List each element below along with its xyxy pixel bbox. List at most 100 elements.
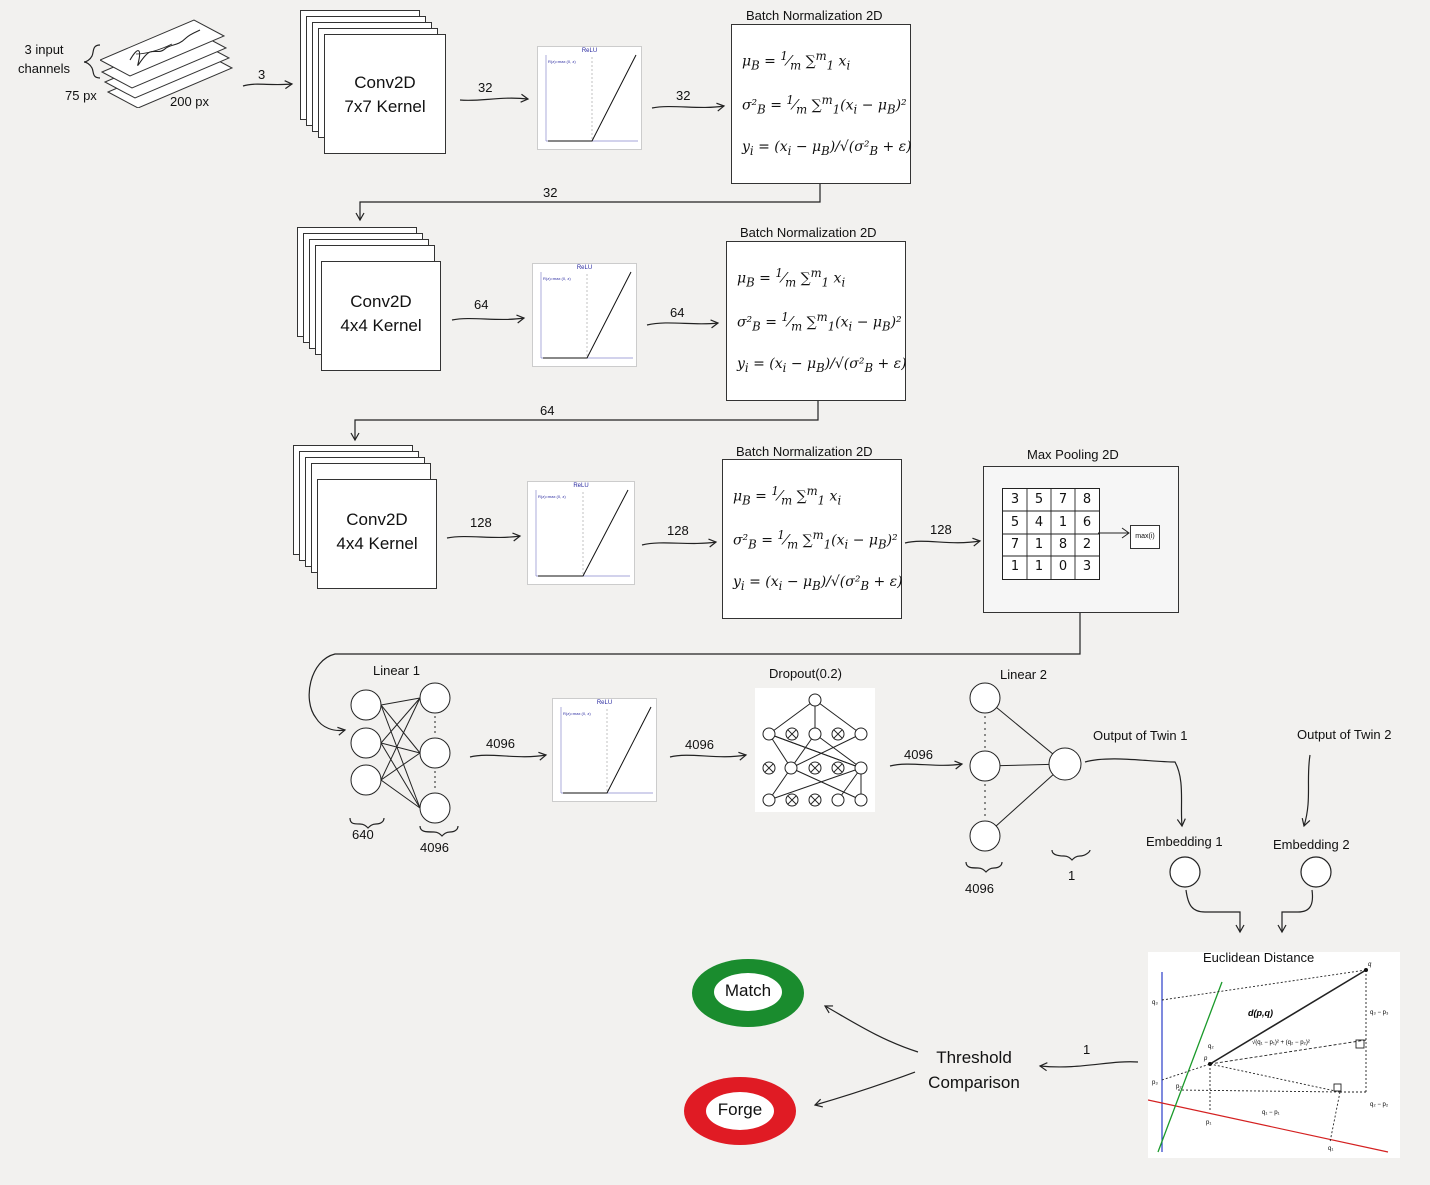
arrow-threshold-match: [823, 1005, 919, 1053]
dropout-network: [755, 688, 875, 812]
conv2-title: Conv2D: [350, 292, 412, 311]
arrow-maxpool-linear1: [308, 613, 1081, 736]
embedding2-node: [1300, 856, 1332, 888]
linear1-network: [350, 682, 451, 824]
euclid-p2: p₂: [1176, 1084, 1182, 1090]
euclid-q3: q₃: [1152, 1000, 1158, 1006]
linear2-in-label: 4096: [965, 881, 994, 896]
dropout-title: Dropout(0.2): [769, 666, 842, 681]
grid-cell: 5: [1034, 492, 1044, 507]
maxpool-box: 3 5 7 8 5 4 1 6 7 1 8 2 1 1 0 3 max(i): [983, 466, 1179, 613]
threshold-line1: Threshold: [936, 1048, 1012, 1067]
euclid-formula: d(p,q): [1248, 1008, 1273, 1018]
brace-4096a: [419, 825, 459, 837]
match-label: Match: [724, 981, 772, 1000]
arrow-linear1-relufc: [469, 751, 548, 761]
arrow-threshold-forge: [813, 1071, 916, 1108]
arrow-relu2-bn2: [646, 319, 720, 329]
relu-formula: R(z)=max (0, z): [543, 276, 571, 281]
grid-cell: 0: [1058, 559, 1068, 574]
embedding2-label: Embedding 2: [1273, 837, 1350, 852]
brace-channels: [83, 44, 101, 79]
arrow-euclid-threshold: [1038, 1061, 1139, 1072]
arrow-twin2-embedding2: [1301, 754, 1311, 828]
euclid-q3mp3: q₃ − p₃: [1370, 1010, 1389, 1016]
grid-cell: 3: [1010, 492, 1020, 507]
bn3-out-label: 128: [930, 522, 952, 537]
conv2d-block-1: Conv2D 7x7 Kernel: [300, 10, 450, 156]
brace-640: [349, 817, 385, 829]
grid-cell: 7: [1058, 492, 1068, 507]
relu-plot-1: ReLU R(z)=max (0, z): [537, 46, 642, 150]
linear1-title: Linear 1: [373, 663, 420, 678]
conv3-out-label: 128: [470, 515, 492, 530]
arrow-bn2-conv3: [350, 401, 819, 442]
relu-formula: R(z)=max (0, z): [548, 59, 576, 64]
conv1-out-label: 32: [478, 80, 493, 95]
relu-title: ReLU: [573, 483, 589, 489]
arrow-dropout-linear2: [889, 760, 964, 770]
input-channels-label: 3 input channels: [18, 42, 71, 76]
conv1-kernel: 7x7 Kernel: [344, 97, 426, 116]
euclid-q1mp1: q₁ − p₁: [1262, 1110, 1280, 1116]
arrow-conv3-relu3: [446, 532, 522, 542]
arrow-relufc-dropout: [669, 751, 748, 761]
embedding1-label: Embedding 1: [1146, 834, 1223, 849]
threshold-label: Threshold Comparison: [924, 1045, 1024, 1095]
forge-label: Forge: [717, 1100, 763, 1119]
brace-1: [1051, 849, 1091, 861]
euclid-q2mp2: q₂ − p₂: [1370, 1102, 1389, 1108]
linear1-out-label: 4096: [420, 840, 449, 855]
conv2d-block-3: Conv2D 4x4 Kernel: [293, 445, 443, 591]
grid-cell: 2: [1082, 537, 1092, 552]
bn1-title: Batch Normalization 2D: [746, 8, 883, 23]
bn1-out-label: 32: [543, 185, 558, 200]
euclid-q2: q₂: [1208, 1044, 1214, 1050]
grid-cell: 1: [1034, 559, 1044, 574]
grid-cell: 8: [1058, 537, 1068, 552]
arrow-bn3-maxpool: [904, 537, 982, 547]
arrow-input-conv1: [242, 80, 294, 90]
euclid-out-label: 1: [1083, 1042, 1091, 1057]
embedding1-node: [1169, 856, 1201, 888]
arrow-conv1-relu1: [459, 93, 530, 103]
euclid-q1: q₁: [1328, 1146, 1333, 1152]
threshold-line2: Comparison: [928, 1073, 1020, 1092]
euclid-p3: p₃: [1152, 1080, 1158, 1086]
linear1-in-label: 640: [352, 827, 374, 842]
dropout-out-label: 4096: [904, 747, 933, 762]
brace-4096b: [965, 861, 1003, 873]
grid-cell: 6: [1082, 515, 1092, 530]
grid-cell: 1: [1010, 559, 1020, 574]
linear2-title: Linear 2: [1000, 667, 1047, 682]
bn3-title: Batch Normalization 2D: [736, 444, 873, 459]
relu-title: ReLU: [576, 265, 593, 271]
batchnorm-formula-1: μB = 1⁄m ∑m1 xi σ²B = 1⁄m ∑m1(xi − μB)² …: [731, 24, 912, 184]
relu-formula: R(z)=max (0, z): [538, 494, 566, 499]
forge-result: Forge: [684, 1077, 796, 1145]
relufc-out-label: 4096: [685, 737, 714, 752]
conv2-out-label: 64: [474, 297, 489, 312]
conv1-title: Conv2D: [354, 73, 416, 92]
arrow-linear2-embedding1: [1084, 758, 1186, 828]
batchnorm-formula-2: μB = 1⁄m ∑m1 xi σ²B = 1⁄m ∑m1(xi − μB)² …: [726, 241, 907, 401]
grid-cell: 1: [1034, 537, 1044, 552]
relu-plot-fc: ReLU R(z)=max (0, z): [552, 698, 657, 802]
grid-cell: 3: [1082, 559, 1092, 574]
maxpool-grid: 3 5 7 8 5 4 1 6 7 1 8 2 1 1 0 3: [1002, 488, 1100, 580]
relu-title: ReLU: [581, 48, 598, 54]
batchnorm-formula-3: μB = 1⁄m ∑m1 xi σ²B = 1⁄m ∑m1(xi − μB)² …: [722, 459, 903, 619]
grid-cell: 7: [1010, 537, 1020, 552]
linear2-out-label: 1: [1068, 868, 1076, 883]
grid-cell: 8: [1082, 492, 1092, 507]
linear1-out-arrow-label: 4096: [486, 736, 515, 751]
euclid-q: q: [1368, 962, 1372, 968]
max-op-box: max(i): [1130, 525, 1160, 549]
arrow-embedding1-euclid: [1185, 889, 1245, 934]
euclidean-geometry: d(p,q) √(q₁ − p₁)² + (q₂ − p₂)² q₁ − p₁ …: [1148, 962, 1389, 1153]
relu-plot-2: ReLU R(z)=max (0, z): [532, 263, 637, 367]
bn2-title: Batch Normalization 2D: [740, 225, 877, 240]
input-width-label: 200 px: [170, 94, 210, 109]
twin2-output-label: Output of Twin 2: [1297, 727, 1392, 742]
